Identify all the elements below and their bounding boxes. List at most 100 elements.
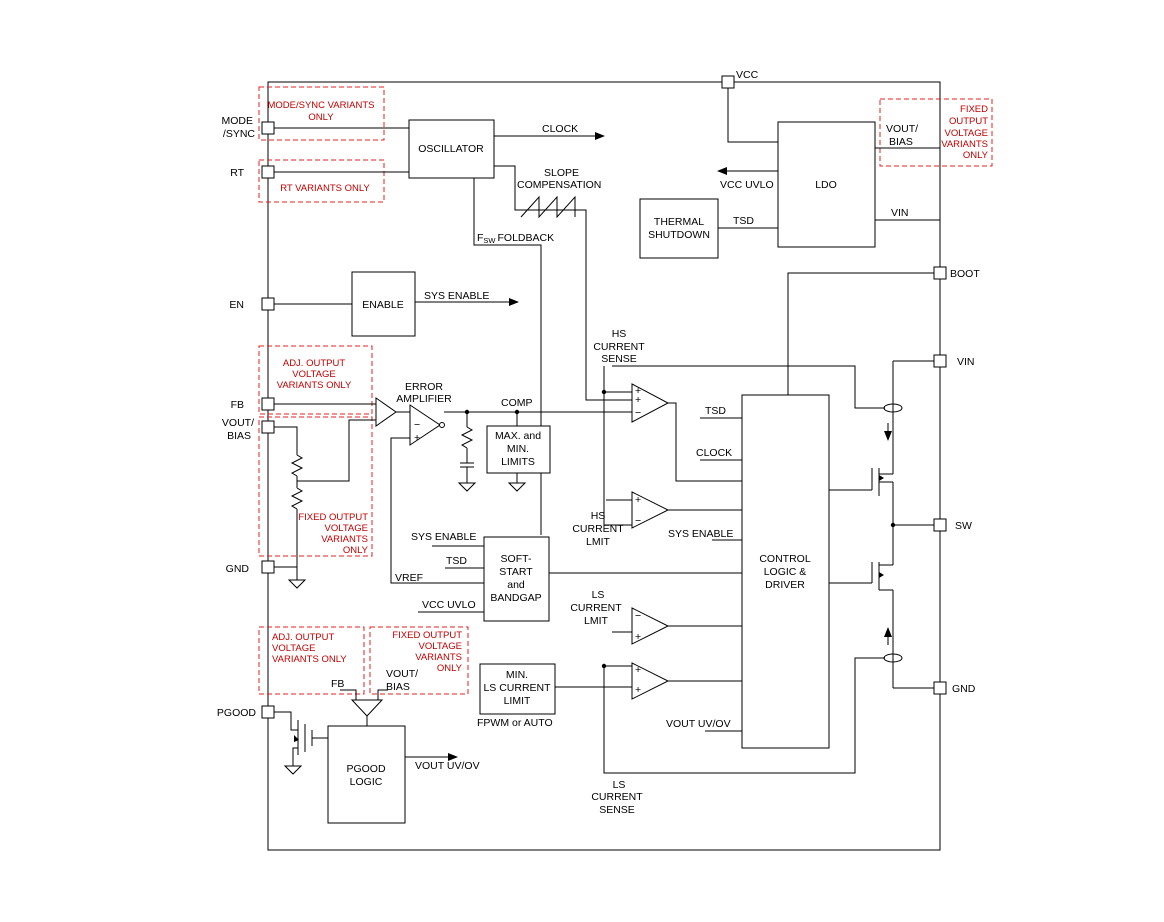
svg-text:LS: LS xyxy=(613,779,626,791)
pgood-logic-block: PGOOD LOGIC xyxy=(327,725,406,824)
svg-text:VIN: VIN xyxy=(891,207,909,219)
svg-text:SW: SW xyxy=(955,520,972,532)
svg-text:VOLTAGE: VOLTAGE xyxy=(325,523,368,534)
pin-gnd-left xyxy=(261,560,275,574)
svg-text:LOGIC &: LOGIC & xyxy=(764,566,807,578)
svg-text:HS: HS xyxy=(591,510,606,522)
wires xyxy=(274,88,940,775)
svg-text:SHUTDOWN: SHUTDOWN xyxy=(648,229,710,241)
svg-text:PGOOD: PGOOD xyxy=(346,763,386,775)
svg-text:ONLY: ONLY xyxy=(343,545,369,556)
svg-text:LS CURRENT: LS CURRENT xyxy=(483,682,551,694)
svg-text:AMPLIFIER: AMPLIFIER xyxy=(396,393,452,405)
svg-text:LDO: LDO xyxy=(815,179,837,191)
pin-mode-sync xyxy=(261,121,275,135)
svg-text:BIAS: BIAS xyxy=(227,430,251,442)
svg-text:RT: RT xyxy=(230,167,244,179)
error-amplifier: − + xyxy=(409,404,445,446)
svg-text:VARIANTS ONLY: VARIANTS ONLY xyxy=(272,654,347,665)
min-ls-comparator: + + xyxy=(631,662,670,700)
svg-text:VOLTAGE: VOLTAGE xyxy=(292,369,335,380)
ic-outline xyxy=(267,81,941,851)
variant-box-fixed-mid: FIXED OUTPUT VOLTAGE VARIANTS ONLY xyxy=(258,416,373,557)
svg-text:SYS ENABLE: SYS ENABLE xyxy=(411,531,476,543)
svg-text:MIN.: MIN. xyxy=(506,669,528,681)
svg-text:VOLTAGE: VOLTAGE xyxy=(419,641,462,652)
min-ls-current-limit-block: MIN. LS CURRENT LIMIT xyxy=(479,663,556,715)
svg-text:VARIANTS: VARIANTS xyxy=(415,652,462,663)
pin-rt xyxy=(261,165,275,179)
svg-text:MODE/SYNC VARIANTS: MODE/SYNC VARIANTS xyxy=(268,100,375,111)
pin-vin xyxy=(933,354,947,368)
svg-text:VCC UVLO: VCC UVLO xyxy=(422,599,476,611)
svg-text:COMP: COMP xyxy=(501,397,533,409)
svg-text:CURRENT: CURRENT xyxy=(591,791,643,803)
ldo-block: LDO xyxy=(777,121,876,248)
svg-text:ONLY: ONLY xyxy=(963,150,989,161)
svg-text:CURRENT: CURRENT xyxy=(570,602,622,614)
svg-text:MIN.: MIN. xyxy=(507,443,529,455)
pins xyxy=(261,75,947,719)
svg-text:CURRENT: CURRENT xyxy=(572,523,624,535)
pin-en xyxy=(261,297,275,311)
svg-text:RT VARIANTS ONLY: RT VARIANTS ONLY xyxy=(280,183,370,194)
pin-vout-bias xyxy=(261,420,275,434)
svg-text:LIMITS: LIMITS xyxy=(501,456,535,468)
svg-text:START: START xyxy=(499,566,533,578)
svg-text:HS: HS xyxy=(612,328,627,340)
svg-text:VARIANTS ONLY: VARIANTS ONLY xyxy=(277,380,352,391)
svg-text:FPWM or AUTO: FPWM or AUTO xyxy=(477,717,553,729)
pin-sw xyxy=(933,518,947,532)
pin-fb xyxy=(261,397,275,411)
max-min-limits-block: MAX. and MIN. LIMITS xyxy=(486,425,551,474)
variant-box-adj-pgood: ADJ. OUTPUT VOLTAGE VARIANTS ONLY xyxy=(258,626,365,695)
svg-text:−: − xyxy=(635,610,641,622)
svg-text:ONLY: ONLY xyxy=(308,112,334,123)
svg-text:TSD: TSD xyxy=(705,405,726,417)
variant-box-mode-sync: MODE/SYNC VARIANTS ONLY xyxy=(258,86,385,141)
svg-text:ERROR: ERROR xyxy=(405,381,443,393)
svg-text:VOUT/: VOUT/ xyxy=(386,668,418,680)
svg-text:GND: GND xyxy=(952,683,976,695)
svg-text:+: + xyxy=(635,684,641,696)
svg-text:+: + xyxy=(635,385,641,397)
svg-text:SYS ENABLE: SYS ENABLE xyxy=(668,528,733,540)
svg-text:+: + xyxy=(635,394,641,406)
svg-text:CLOCK: CLOCK xyxy=(542,123,578,135)
svg-text:PGOOD: PGOOD xyxy=(217,707,257,719)
svg-text:/SYNC: /SYNC xyxy=(223,128,256,140)
svg-text:THERMAL: THERMAL xyxy=(654,216,704,228)
svg-text:SOFT-: SOFT- xyxy=(501,553,532,565)
svg-text:LOGIC: LOGIC xyxy=(350,776,383,788)
variant-box-adj-fb: ADJ. OUTPUT VOLTAGE VARIANTS ONLY xyxy=(258,345,373,415)
svg-text:SYS ENABLE: SYS ENABLE xyxy=(424,290,489,302)
svg-text:+: + xyxy=(635,494,641,506)
svg-text:−: − xyxy=(414,419,420,431)
enable-block: ENABLE xyxy=(351,271,416,337)
svg-text:CLOCK: CLOCK xyxy=(696,447,732,459)
fb-buffer xyxy=(375,397,397,427)
variant-box-fixed-top: FIXED OUTPUT VOLTAGE VARIANTS ONLY xyxy=(879,98,993,167)
pin-gnd-right xyxy=(933,681,947,695)
svg-text:CONTROL: CONTROL xyxy=(759,553,810,565)
svg-text:BOOT: BOOT xyxy=(950,268,980,280)
svg-text:+: + xyxy=(635,664,641,676)
svg-text:FIXED: FIXED xyxy=(960,104,988,115)
svg-text:EN: EN xyxy=(229,299,244,311)
pin-pgood xyxy=(261,705,275,719)
hs-sense-comparator: + + − xyxy=(631,383,670,423)
svg-text:FB: FB xyxy=(231,399,244,411)
svg-text:VARIANTS: VARIANTS xyxy=(941,139,988,150)
svg-text:VOUT/: VOUT/ xyxy=(886,123,918,135)
thermal-shutdown-block: THERMAL SHUTDOWN xyxy=(639,198,719,259)
svg-text:+: + xyxy=(414,432,420,444)
svg-text:CURRENT: CURRENT xyxy=(593,341,645,353)
svg-text:VOLTAGE: VOLTAGE xyxy=(272,643,315,654)
svg-text:DRIVER: DRIVER xyxy=(765,579,805,591)
svg-text:SLOPE: SLOPE xyxy=(544,167,579,179)
pgood-comparator xyxy=(350,699,384,717)
svg-text:OUTPUT: OUTPUT xyxy=(949,116,988,127)
svg-text:SENSE: SENSE xyxy=(599,804,635,816)
